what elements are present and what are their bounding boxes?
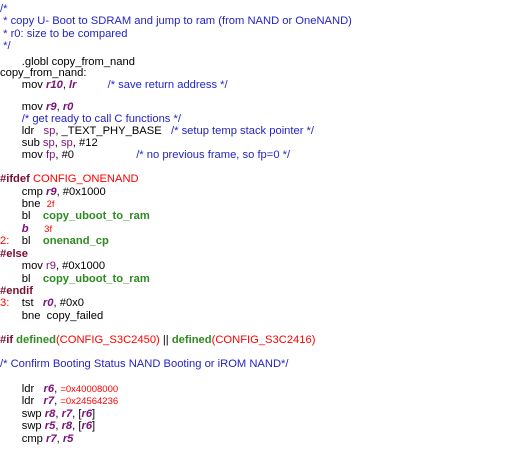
globl-directive: .globl copy_from_nand <box>0 56 135 68</box>
label-copy-from-nand: copy_from_nand: <box>0 67 87 79</box>
code-line-bne-2f: bne 2f <box>0 198 55 210</box>
code-line-mov-r9-else: mov r9, #0x1000 <box>0 260 106 272</box>
ifdef-directive: #ifdef CONFIG_ONENAND <box>0 173 139 185</box>
endif-directive: #endif <box>0 285 33 297</box>
code-line-swp-r8: swp r8, r7, [r6] <box>0 408 96 420</box>
code-line-swp-r5: swp r5, r8, [r6] <box>0 420 96 432</box>
code-line-ldr-r6: ldr r6, =0x40008000 <box>0 383 119 395</box>
code-line-mov-fp: mov fp, #0 /* no previous frame, so fp=0… <box>0 149 291 161</box>
code-line-label-2: 2: bl onenand_cp <box>0 235 109 247</box>
comment-line: /* Confirm Booting Status NAND Booting o… <box>0 358 289 370</box>
code-line-mov-r10: mov r10, lr /* save return address */ <box>0 79 228 91</box>
code-line-b-3f: b 3f <box>21 223 53 235</box>
code-line-ldr-sp: ldr sp, _TEXT_PHY_BASE /* setup temp sta… <box>0 125 315 137</box>
code-line-label-3: 3: tst r0, #0x0 <box>0 297 84 309</box>
if-directive: #if defined(CONFIG_S3C2450) || defined(C… <box>0 334 316 346</box>
comment-line: * r0: size to be compared <box>0 28 128 40</box>
code-line-mov-r9: mov r9, r0 <box>0 101 74 113</box>
else-directive: #else <box>0 248 28 260</box>
code-line-cmp-r9: cmp r9, #0x1000 <box>0 186 106 198</box>
code-line-bl-copy-uboot: bl copy_uboot_to_ram <box>0 210 150 222</box>
code-line-bl-copy-uboot-else: bl copy_uboot_to_ram <box>0 273 150 285</box>
comment-line: /* get ready to call C functions */ <box>0 113 181 125</box>
comment-line: * copy U- Boot to SDRAM and jump to ram … <box>0 15 352 27</box>
comment-close: */ <box>0 40 11 52</box>
code-line-cmp-r7: cmp r7, r5 <box>0 433 74 445</box>
comment-open: /* <box>0 3 8 15</box>
code-line-sub-sp: sub sp, sp, #12 <box>0 137 98 149</box>
code-line-bne-copy-failed: bne copy_failed <box>0 310 104 322</box>
code-line-ldr-r7: ldr r7, =0x24564236 <box>0 395 119 407</box>
